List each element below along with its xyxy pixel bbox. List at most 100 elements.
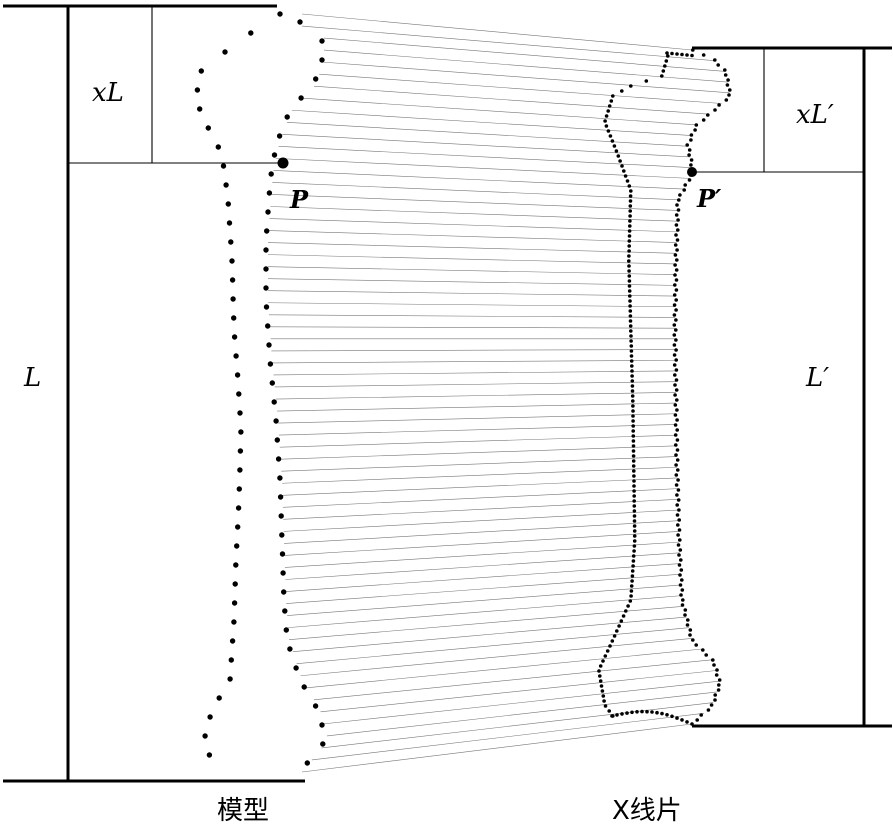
xray-contour-point <box>627 284 632 288</box>
xray-contour-point <box>635 710 639 714</box>
model-contour-point <box>287 646 293 652</box>
correspondence-line <box>288 595 682 628</box>
xray-contour-point <box>673 413 678 417</box>
xray-p-label: P′ <box>696 184 722 213</box>
model-contour-point <box>236 391 242 397</box>
xray-contour-point <box>623 174 628 178</box>
xray-contour-point <box>628 214 632 218</box>
model-contour-point <box>273 418 279 424</box>
xray-contour-point <box>632 549 636 553</box>
correspondence-line <box>323 680 720 725</box>
model-contour-point <box>222 49 228 55</box>
correspondence-line <box>277 402 677 412</box>
xray-contour-point <box>660 711 664 716</box>
model-contour-point <box>319 57 325 63</box>
xray-contour-point <box>631 564 635 568</box>
xray-contour-point <box>676 498 681 502</box>
xray-contour-point <box>629 589 634 593</box>
model-contour-point <box>237 467 243 473</box>
model-contour-point <box>319 722 325 728</box>
xray-contour-point <box>713 58 717 62</box>
xray-contour-point <box>598 674 602 678</box>
xray-contour-point <box>644 79 649 83</box>
xray-contour-point <box>625 711 629 715</box>
xray-contour-point <box>693 128 697 132</box>
model-p-label: P <box>289 185 309 214</box>
xray-contour-point <box>607 104 612 108</box>
xray-contour-point <box>675 238 680 242</box>
xray-contour-point <box>627 259 631 263</box>
xray-contour-point <box>674 288 679 292</box>
xray-contour-point <box>675 408 679 412</box>
xray-contour-point <box>675 438 680 442</box>
model-contour-point <box>277 475 283 481</box>
xray-contour-point <box>608 134 613 138</box>
xray-contour-point <box>678 583 683 587</box>
xray-contour-point <box>685 720 689 724</box>
xray-contour-point <box>685 623 690 627</box>
model-contour-point <box>233 353 239 359</box>
xray-contour-point <box>686 618 690 622</box>
xray-contour-point <box>674 233 678 237</box>
xray-contour-point <box>628 324 633 328</box>
xray-contour-point <box>687 178 692 182</box>
correspondence-line <box>302 97 698 126</box>
xray-contour-point <box>674 213 679 217</box>
model-contour-point <box>226 220 233 226</box>
correspondence-lines <box>267 13 730 773</box>
xray-contour-point <box>629 349 634 353</box>
xray-contour-point <box>625 179 630 183</box>
model-contour-point <box>248 30 254 36</box>
xray-contour-point <box>674 268 679 272</box>
xray-contour-point <box>709 703 714 707</box>
xray-contour-point <box>677 563 682 567</box>
correspondence-line <box>284 541 680 568</box>
xray-contour-point <box>675 458 680 462</box>
model-contour-point <box>263 247 269 253</box>
xray-contour-point <box>679 558 683 562</box>
xray-contour-point <box>606 129 611 133</box>
correspondence-line <box>292 616 687 652</box>
xray-contour-point <box>632 499 636 503</box>
xray-contour-point <box>622 169 626 173</box>
correspondence-line <box>267 242 677 254</box>
xray-contour-point <box>645 709 649 714</box>
xray-contour-point <box>628 219 632 223</box>
correspondence-line <box>313 659 712 701</box>
xray-contour-point <box>723 73 728 77</box>
model-contour-point <box>265 209 271 215</box>
xray-contour-point <box>629 344 634 348</box>
model-contour-point <box>228 657 234 663</box>
xray-contour-point <box>673 433 678 437</box>
xray-contour-point <box>631 424 635 428</box>
model-contour-point <box>266 342 272 348</box>
xray-contour-point <box>685 143 689 147</box>
xray-contour-point <box>628 599 633 603</box>
xray-contour-point <box>675 513 680 517</box>
correspondence-line <box>320 670 717 713</box>
xray-contour-point <box>694 123 699 127</box>
model-contour-point <box>215 144 221 150</box>
xray-contour-point <box>672 333 677 337</box>
correspondence-line <box>286 573 681 604</box>
xray-contour-point <box>689 133 694 137</box>
model-contour-point <box>263 266 269 272</box>
xray-contour-point <box>689 158 694 162</box>
correspondence-line <box>283 509 679 532</box>
xray-contour-point <box>728 88 732 92</box>
xray-contour-point <box>629 329 633 333</box>
xray-contour-point <box>630 379 635 383</box>
xray-contour-point <box>677 528 682 532</box>
correspondence-line <box>267 290 676 297</box>
correspondence-line <box>275 158 690 179</box>
xray-contour-point <box>660 74 664 78</box>
correspondence-line <box>301 13 693 51</box>
correspondence-line <box>272 359 676 364</box>
xray-contour-point <box>630 574 635 578</box>
correspondence-line <box>283 499 678 520</box>
xray-contour-point <box>677 198 681 202</box>
xray-contour-point <box>678 548 683 552</box>
correspondence-line <box>301 723 693 773</box>
model-contour-point <box>268 171 274 177</box>
